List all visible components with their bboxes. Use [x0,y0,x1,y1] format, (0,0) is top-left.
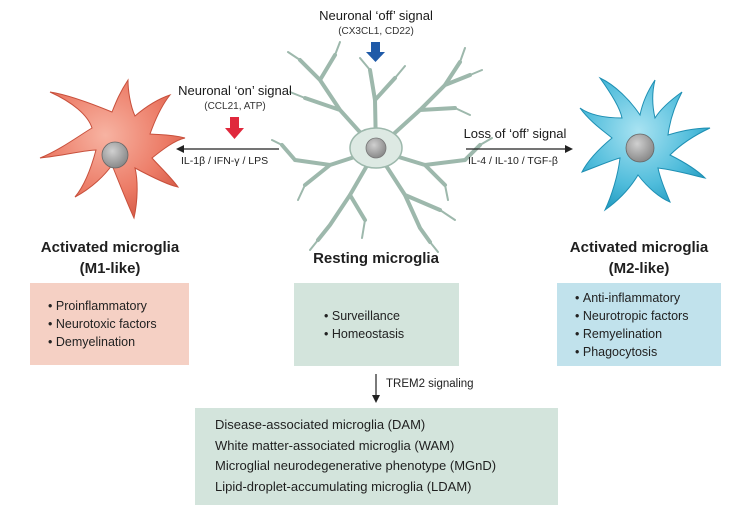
m1-nucleus [101,141,129,169]
m2-item: Phagocytosis [575,343,721,361]
trem2-label: TREM2 signaling [386,378,474,390]
m1-item: Neurotoxic factors [48,315,189,333]
m1-heading-line2: (M1-like) [79,260,141,277]
on-signal-arrow [225,117,244,139]
m2-properties-box: Anti-inflammatory Neurotropic factors Re… [557,283,721,366]
m1-item: Demyelination [48,333,189,351]
dam-item: Disease-associated microglia (DAM) [215,417,426,432]
off-signal-title: Neuronal ‘off’ signal [319,8,433,23]
m2-pathway-arrow [466,145,573,153]
dam-subtypes-box: Disease-associated microglia (DAM) White… [195,408,558,505]
mgnd-item: Microglial neurodegenerative phenotype (… [215,458,497,473]
on-signal-molecules: (CCL21, ATP) [204,101,266,112]
m1-properties-box: Proinflammatory Neurotoxic factors Demye… [30,283,189,365]
off-signal-arrow [366,42,385,62]
wam-item: White matter-associated microglia (WAM) [215,437,455,453]
m1-microglia-cell [39,78,186,220]
ldam-item: Lipid-droplet-accumulating microglia (LD… [215,478,472,494]
m2-item: Remyelination [575,325,721,343]
m2-heading-line1: Activated microglia [569,239,709,256]
resting-properties-box: Surveillance Homeostasis [294,283,459,366]
on-signal-title: Neuronal ‘on’ signal [178,83,292,98]
resting-microglia-cell [271,41,493,253]
resting-heading: Resting microglia [313,250,439,267]
m2-item: Anti-inflammatory [575,289,721,307]
m1-heading: Activated microglia (M1-like) [20,237,200,279]
m2-cytokines: IL-4 / IL-10 / TGF-β [468,155,558,167]
resting-nucleus [365,137,387,159]
resting-item: Homeostasis [324,325,459,343]
m1-cytokines: IL-1β / IFN-γ / LPS [181,155,269,167]
m2-item: Neurotropic factors [575,307,721,325]
m2-heading: Activated microglia (M2-like) [549,237,729,279]
off-signal-molecules: (CX3CL1, CD22) [338,26,414,37]
m2-heading-line2: (M2-like) [608,260,670,277]
m2-microglia-cell [579,76,711,212]
m2-nucleus [625,133,655,163]
m1-item: Proinflammatory [48,297,189,315]
loss-of-off-signal-title: Loss of ‘off’ signal [463,126,567,141]
trem2-arrow [372,374,380,403]
m1-pathway-arrow [176,145,279,153]
resting-item: Surveillance [324,307,459,325]
m1-heading-line1: Activated microglia [40,239,180,256]
